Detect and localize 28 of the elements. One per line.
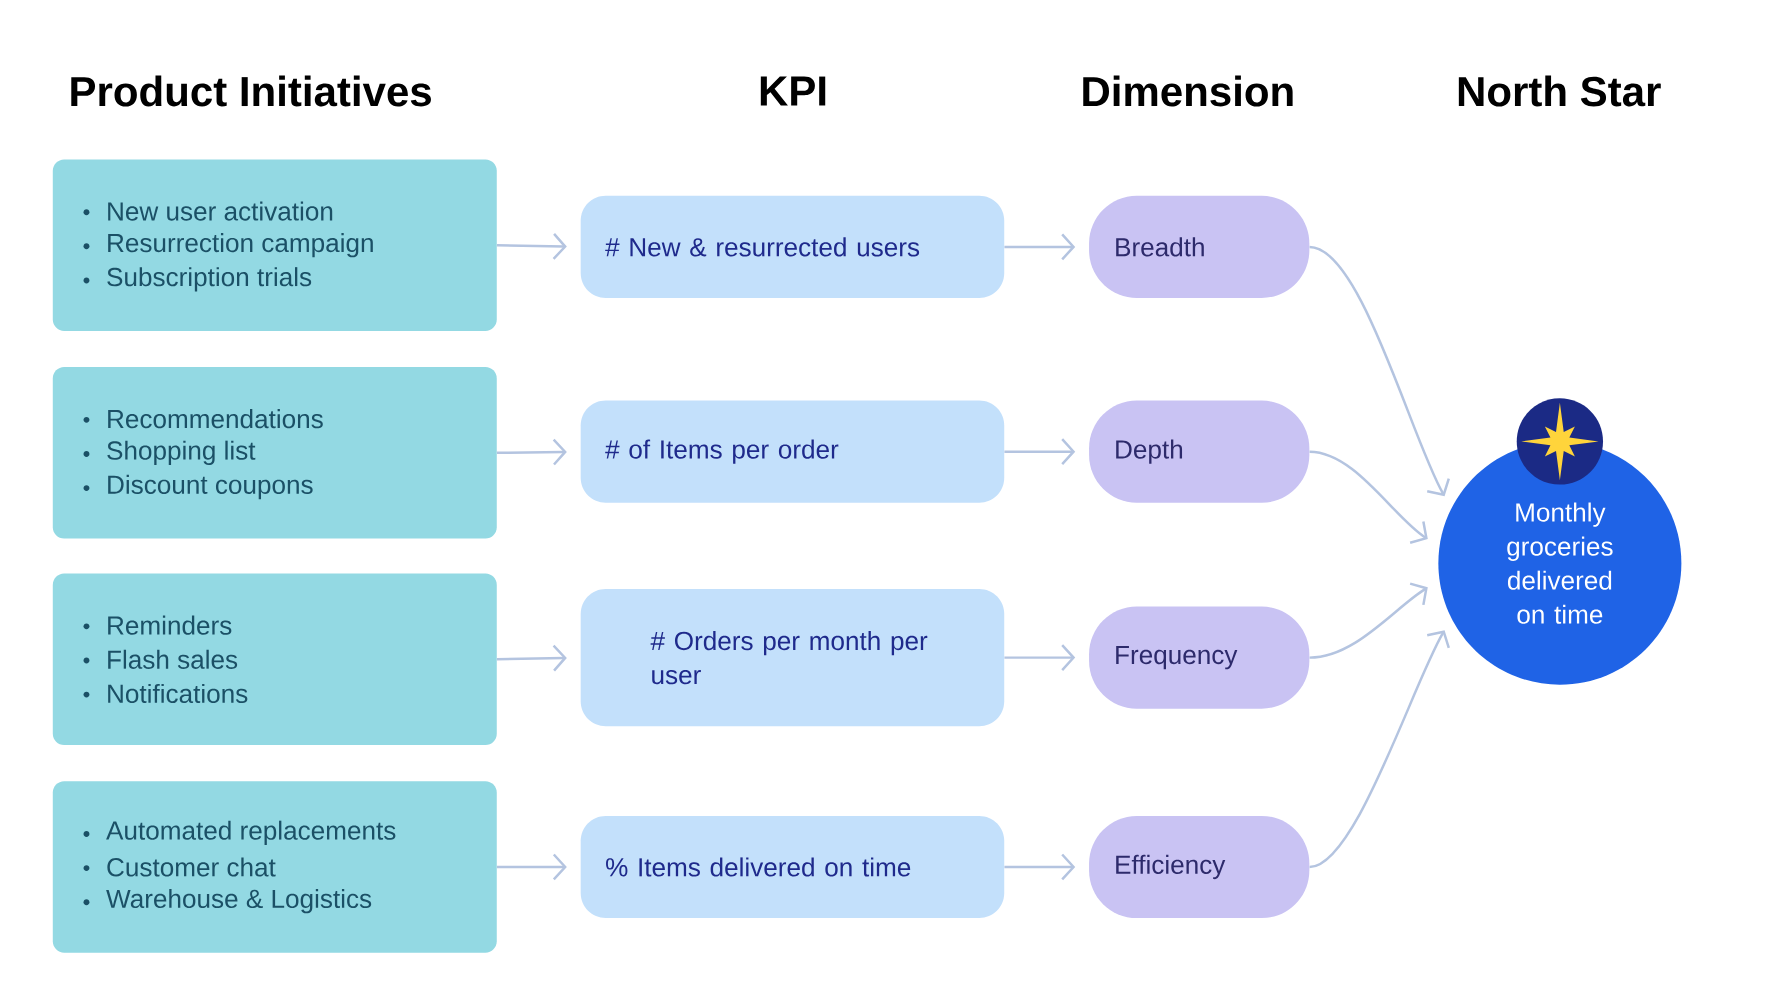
initiative-box: Recommendations Shopping list Discount coupons [52,367,497,539]
arrow [1004,644,1076,671]
arrow [1309,245,1450,497]
column-heading: Dimension [1083,75,1293,107]
initiative-box: New user activation Resurrection campaign Subscription trials [52,159,497,331]
arrow [1309,582,1428,659]
dimension-pill: Breadth [1089,195,1310,298]
column-heading: North Star [1458,75,1661,107]
arrow [1004,853,1076,881]
column-heading: KPI [760,76,826,106]
kpi-box: % Items delivered on time [580,815,1005,919]
arrow [496,438,567,466]
arrow [1004,438,1076,465]
dimension-pill: Depth [1089,400,1310,503]
arrow [496,853,567,881]
arrow [1309,630,1450,869]
initiative-box: Automated replacements Customer chat Warehouse & Logistics [52,781,497,953]
arrow [1309,450,1428,544]
initiative-box: Reminders Flash sales Notifications [52,573,497,746]
arrow [496,233,567,260]
kpi-box: # New & resurrected users [580,195,1005,298]
kpi-box: # of Items per order [580,400,1005,503]
column-heading: Product Initiatives [71,75,431,107]
dimension-pill: Frequency [1089,606,1310,709]
kpi-box: # Orders per month per user [580,588,1005,727]
arrow [496,644,567,672]
dimension-pill: Efficiency [1089,815,1310,919]
arrow [1004,233,1076,261]
